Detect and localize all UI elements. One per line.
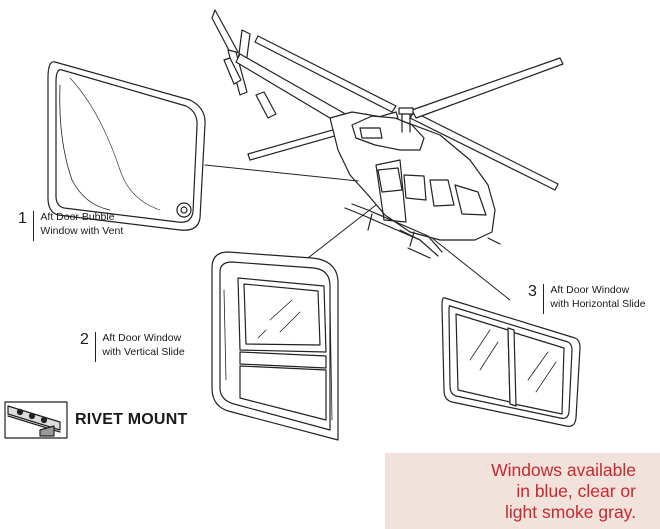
- callout-divider: [32, 211, 35, 241]
- helicopter-illustration: [211, 9, 564, 259]
- callout-line: Aft Door Window: [102, 332, 182, 344]
- color-availability-note: Windows available in blue, clear or ligh…: [385, 453, 660, 529]
- rivet-mount-label: RIVET MOUNT: [75, 411, 188, 428]
- callout-text: Aft Door Bubble Window with Vent: [40, 210, 123, 238]
- callout-1: 1 Aft Door Bubble Window with Vent: [18, 210, 123, 241]
- callout-line: Aft Door Bubble: [40, 211, 115, 223]
- note-line: Windows available: [491, 460, 636, 480]
- callout-number: 1: [18, 210, 27, 227]
- note-text: Windows available in blue, clear or ligh…: [491, 460, 636, 523]
- callout-2: 2 Aft Door Window with Vertical Slide: [80, 331, 185, 362]
- callout-text: Aft Door Window with Vertical Slide: [102, 331, 184, 359]
- callout-line: Aft Door Window: [550, 284, 630, 296]
- callout-divider: [94, 332, 97, 362]
- callout-3: 3 Aft Door Window with Horizontal Slide: [528, 283, 646, 314]
- rivet-mount-icon: [4, 401, 68, 439]
- bubble-window-illustration: [47, 61, 206, 231]
- callout-text: Aft Door Window with Horizontal Slide: [550, 283, 645, 311]
- vertical-slide-window-illustration: [211, 251, 339, 441]
- note-line: light smoke gray.: [505, 502, 636, 522]
- callout-line: with Horizontal Slide: [550, 298, 646, 310]
- callout-number: 2: [80, 331, 89, 348]
- note-line: in blue, clear or: [516, 481, 636, 501]
- callout-line: Window with Vent: [40, 225, 124, 237]
- callout-divider: [542, 284, 545, 314]
- horizontal-slide-window-illustration: [441, 297, 581, 427]
- callout-number: 3: [528, 283, 537, 300]
- callout-line: with Vertical Slide: [102, 346, 185, 358]
